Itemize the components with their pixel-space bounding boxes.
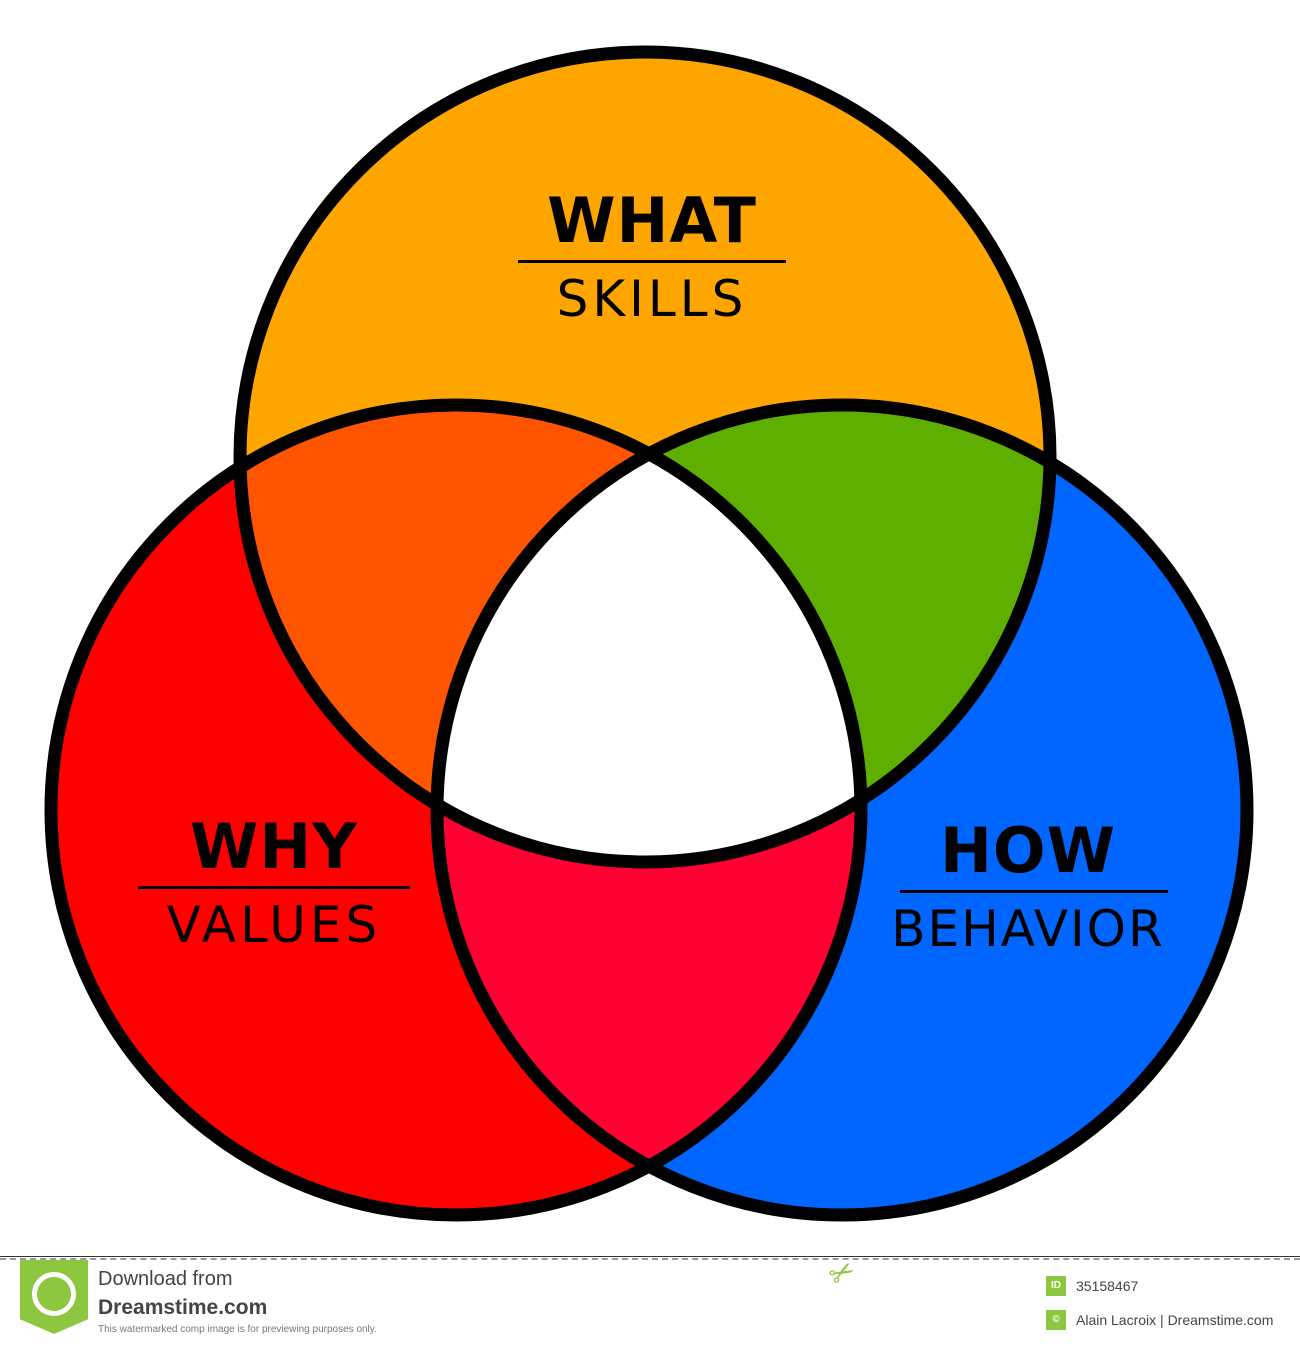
what-title: WHAT bbox=[547, 184, 757, 257]
dreamstime-link[interactable]: Dreamstime.com bbox=[98, 1296, 268, 1319]
dreamstime-logo-icon bbox=[20, 1260, 88, 1334]
copyright-icon: © bbox=[1046, 1310, 1066, 1330]
disclaimer-text: This watermarked comp image is for previ… bbox=[98, 1324, 377, 1335]
venn-diagram bbox=[44, 45, 1254, 1222]
divider bbox=[900, 890, 1168, 893]
label-how: HOW BEHAVIOR bbox=[868, 816, 1188, 959]
divider bbox=[518, 260, 786, 263]
why-subtitle: VALUES bbox=[166, 896, 382, 954]
why-title: WHY bbox=[189, 810, 359, 883]
divider bbox=[0, 1256, 1300, 1257]
image-id: 35158467 bbox=[1076, 1278, 1139, 1294]
dashed-divider bbox=[0, 1258, 1300, 1260]
id-icon: ID bbox=[1046, 1276, 1066, 1296]
label-what: WHAT SKILLS bbox=[518, 186, 786, 329]
circle-outlines bbox=[44, 45, 1254, 1222]
download-from-text: Download from bbox=[98, 1268, 233, 1290]
credit-text: Alain Lacroix | Dreamstime.com bbox=[1076, 1312, 1274, 1328]
label-why: WHY VALUES bbox=[138, 812, 410, 955]
divider bbox=[138, 886, 410, 889]
how-subtitle: BEHAVIOR bbox=[891, 900, 1165, 958]
watermark-footer: Download from Dreamstime.com This waterm… bbox=[0, 1253, 1300, 1348]
how-title: HOW bbox=[940, 814, 1116, 887]
what-subtitle: SKILLS bbox=[556, 270, 748, 328]
